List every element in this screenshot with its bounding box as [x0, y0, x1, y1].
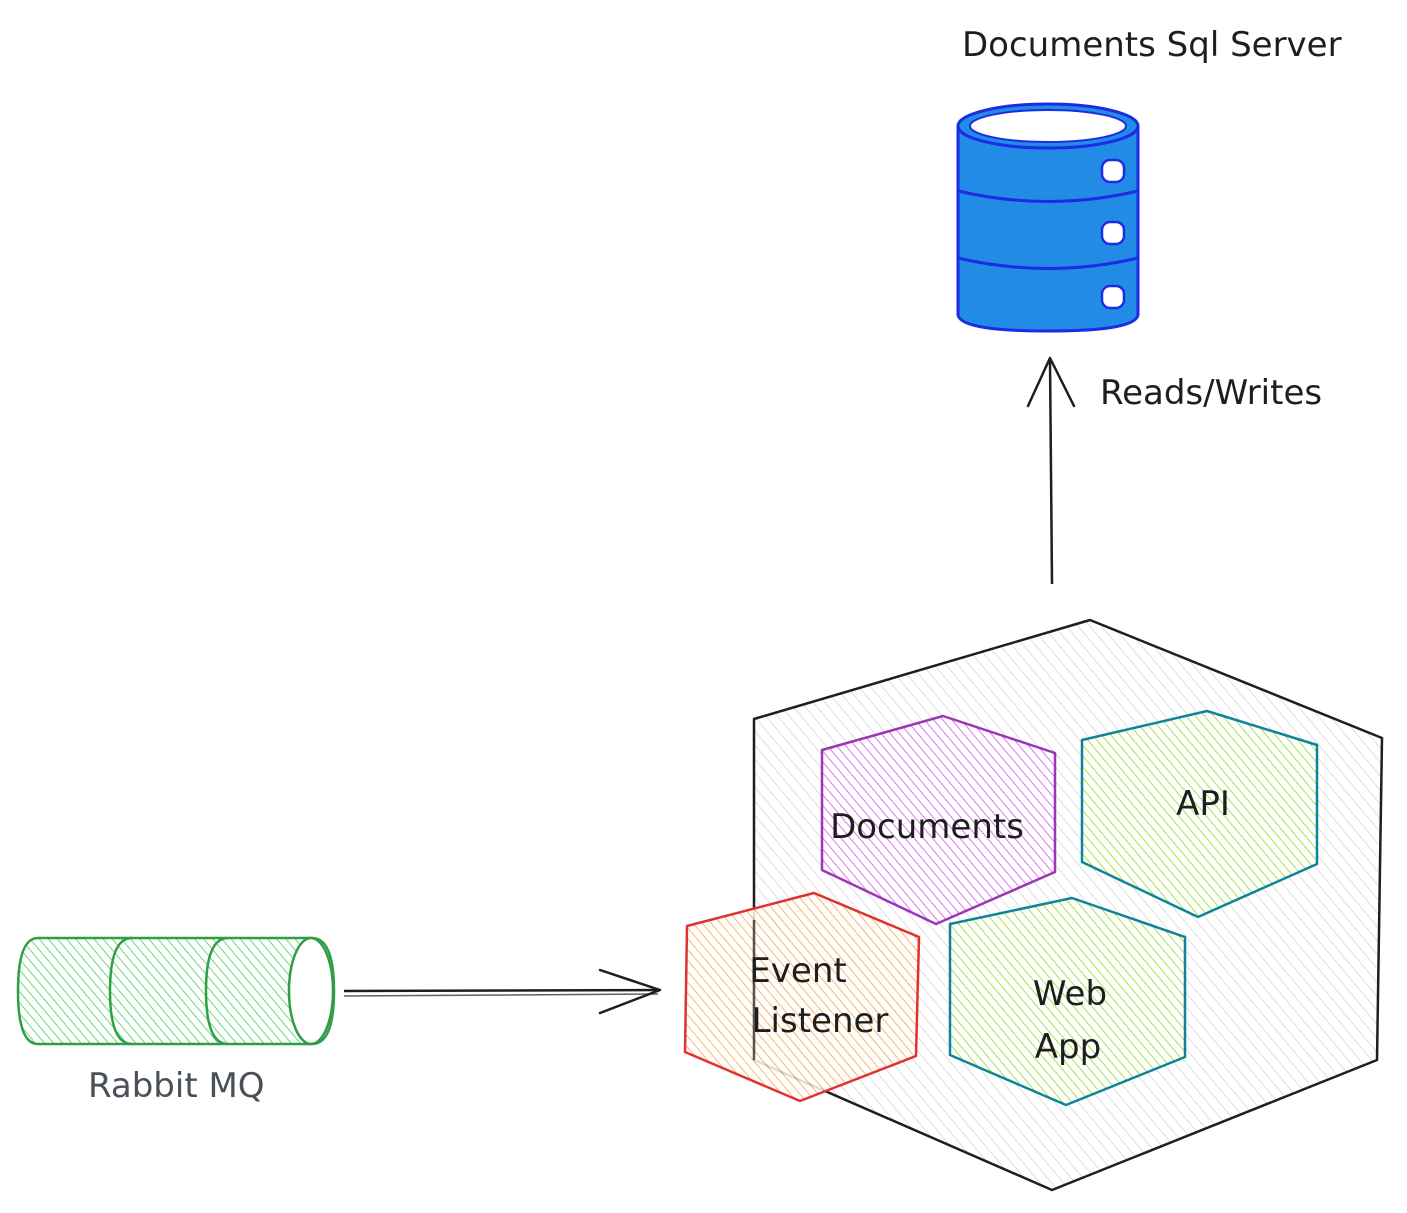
documents-module-label: Documents	[830, 807, 1024, 847]
database-title: Documents Sql Server	[962, 25, 1342, 65]
reads-writes-arrow	[1026, 356, 1076, 585]
event-listener-module-label-line2: Listener	[752, 1001, 889, 1041]
documents-module: Documents	[820, 714, 1057, 926]
message-queue-icon	[16, 936, 336, 1046]
message-queue-label: Rabbit MQ	[88, 1066, 265, 1106]
web-app-module-label-line1: Web	[1033, 974, 1107, 1014]
api-module: API	[1080, 709, 1319, 919]
api-module-label: API	[1176, 784, 1230, 824]
reads-writes-label: Reads/Writes	[1100, 373, 1322, 413]
event-listener-module: Event Listener	[683, 891, 921, 1103]
web-app-module: Web App	[948, 896, 1187, 1107]
event-listener-module-label-line1: Event	[749, 951, 846, 991]
web-app-module-label-line2: App	[1035, 1027, 1101, 1067]
queue-to-listener-arrow	[343, 968, 662, 1015]
database-icon	[956, 102, 1140, 333]
